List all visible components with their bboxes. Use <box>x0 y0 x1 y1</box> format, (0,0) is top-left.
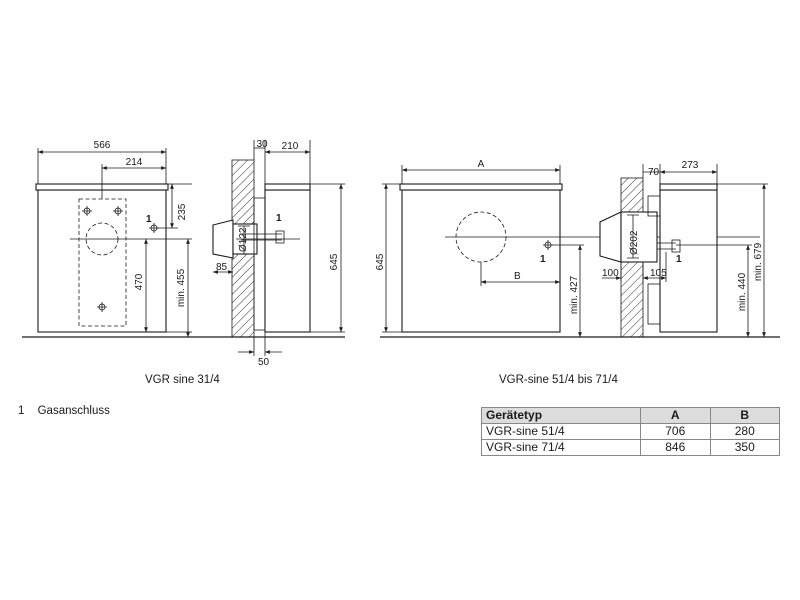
legend: 1 Gasanschluss <box>18 405 120 417</box>
table-row: VGR-sine 71/4 846 350 <box>481 439 780 456</box>
table-cell-b: 350 <box>709 439 780 456</box>
table-cell-type: VGR-sine 71/4 <box>481 439 641 456</box>
marker-1-side-2: 1 <box>676 254 682 265</box>
table-row: VGR-sine 51/4 706 280 <box>481 423 780 440</box>
dim-total-height: 645 <box>329 253 340 270</box>
dim-min-total: min. 679 <box>753 242 764 281</box>
legend-text: Gasanschluss <box>37 405 110 417</box>
table-cell-a: 706 <box>640 423 711 440</box>
device-type-table: Gerätetyp A B VGR-sine 51/4 706 280 VGR-… <box>481 407 780 456</box>
dim-height-2: 645 <box>375 253 386 270</box>
dim-gas-height: 470 <box>134 273 145 290</box>
table-header-a: A <box>640 407 711 424</box>
dim-b: B <box>514 271 521 282</box>
flue-connector-2 <box>599 211 622 263</box>
table-cell-type: VGR-sine 51/4 <box>481 423 641 440</box>
table-header-type: Gerätetyp <box>481 407 641 424</box>
dim-offset-right: 105 <box>650 268 667 279</box>
dim-offset-left: 100 <box>602 268 619 279</box>
dim-width: 566 <box>94 140 111 151</box>
legend-number: 1 <box>18 405 25 417</box>
dim-wall: 30 <box>256 139 268 150</box>
dim-min-height: min. 455 <box>176 268 187 307</box>
table-cell-a: 846 <box>640 439 711 456</box>
burner-outline <box>78 198 127 327</box>
dim-depth: 210 <box>282 141 299 152</box>
caption-fig2: VGR-sine 51/4 bis 71/4 <box>499 374 619 386</box>
dim-base-offset: 50 <box>258 357 270 368</box>
dim-pipe-2: Ø202 <box>629 230 640 255</box>
table-header-row: Gerätetyp A B <box>481 407 780 424</box>
side-body <box>264 189 311 333</box>
dim-depth-2: 273 <box>682 160 699 171</box>
table-header-b: B <box>709 407 780 424</box>
marker-1-front-2: 1 <box>540 254 546 265</box>
flue-connector <box>212 219 234 259</box>
dim-a: A <box>478 159 485 170</box>
dim-wall-2: 70 <box>648 167 660 178</box>
dim-top: 235 <box>177 203 188 220</box>
side-body-2 <box>659 189 718 333</box>
front-body-2 <box>401 189 561 333</box>
dim-min-gas: min. 427 <box>569 275 580 314</box>
dim-half: 214 <box>126 157 143 168</box>
marker-1-side: 1 <box>276 213 282 224</box>
front-bolts <box>82 206 159 312</box>
dim-pipe: Ø122 <box>238 227 249 252</box>
figure-vgr-31: 566 214 1 235 470 min. 455 1 30 210 Ø122 <box>22 139 345 386</box>
marker-1-front: 1 <box>146 214 152 225</box>
dim-min-mid: min. 440 <box>737 272 748 311</box>
figure-vgr-51-71: 1 A B 645 min. 427 1 70 <box>375 159 780 386</box>
caption-fig1: VGR sine 31/4 <box>145 374 220 386</box>
table-cell-b: 280 <box>709 423 780 440</box>
dim-flue-offset: 85 <box>216 262 228 273</box>
